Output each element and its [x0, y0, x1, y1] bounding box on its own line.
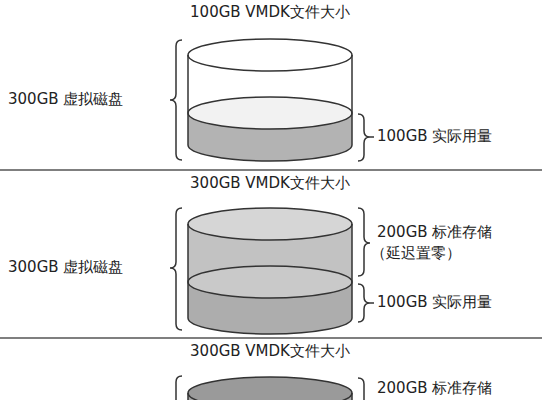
brace	[358, 378, 364, 400]
file-size-title: 300GB VMDK文件大小	[190, 343, 350, 360]
brace	[358, 284, 370, 322]
usage-label: 100GB 实际用量	[377, 294, 492, 311]
leader-line	[370, 302, 374, 304]
brace	[358, 114, 370, 161]
separator-line	[0, 337, 542, 339]
disk-cylinder	[188, 39, 352, 161]
disk-size-label: 300GB 虚拟磁盘	[8, 91, 123, 108]
disk-cylinder	[188, 377, 352, 400]
brace	[170, 40, 182, 160]
separator-line	[0, 169, 542, 171]
file-size-title: 100GB VMDK文件大小	[190, 4, 350, 21]
brace	[170, 208, 182, 330]
storage-label: 200GB 标准存储	[377, 380, 492, 397]
storage-label: 200GB 标准存储	[377, 224, 492, 241]
disk-size-label: 300GB 虚拟磁盘	[8, 259, 123, 276]
brace	[358, 208, 370, 276]
storage-note: （延迟置零）	[371, 245, 461, 262]
file-size-title: 300GB VMDK文件大小	[190, 175, 350, 192]
leader-line	[370, 136, 374, 138]
disk-cylinder	[188, 208, 352, 334]
usage-label: 100GB 实际用量	[377, 128, 492, 145]
brace	[176, 376, 182, 400]
